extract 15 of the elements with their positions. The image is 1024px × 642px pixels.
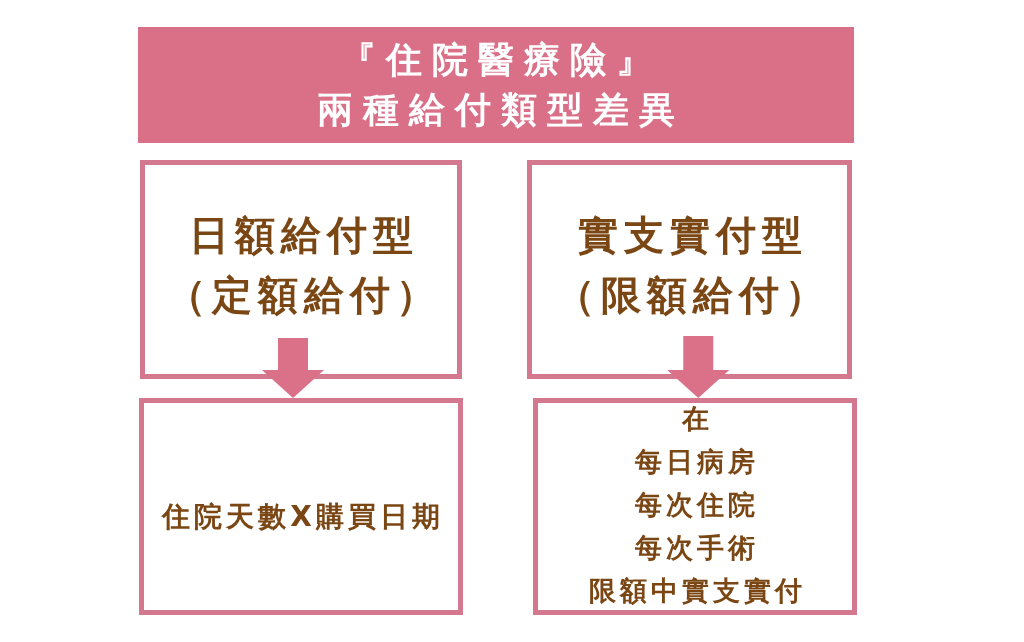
box-text: 住院天數X購買日期 <box>160 501 444 532</box>
outlined-box <box>527 160 852 379</box>
box-text: 每次住院 <box>634 490 759 520</box>
box-text: 在 <box>680 404 713 434</box>
block-arrow <box>262 338 324 398</box>
block-arrow <box>667 336 730 398</box>
box-heading: 實支實付型（限額給付） <box>553 210 831 320</box>
outlined-box <box>139 398 463 615</box>
box-heading: 日額給付型（定額給付） <box>165 210 442 320</box>
title-text: 『住院醫療險』兩種給付類型差異 <box>316 38 685 132</box>
box-text: 每日病房 <box>634 447 759 477</box>
outlined-box <box>140 160 462 379</box>
outlined-box <box>533 398 857 615</box>
box-text: 限額中實支實付 <box>587 576 806 606</box>
box-text: 每次手術 <box>634 533 759 563</box>
